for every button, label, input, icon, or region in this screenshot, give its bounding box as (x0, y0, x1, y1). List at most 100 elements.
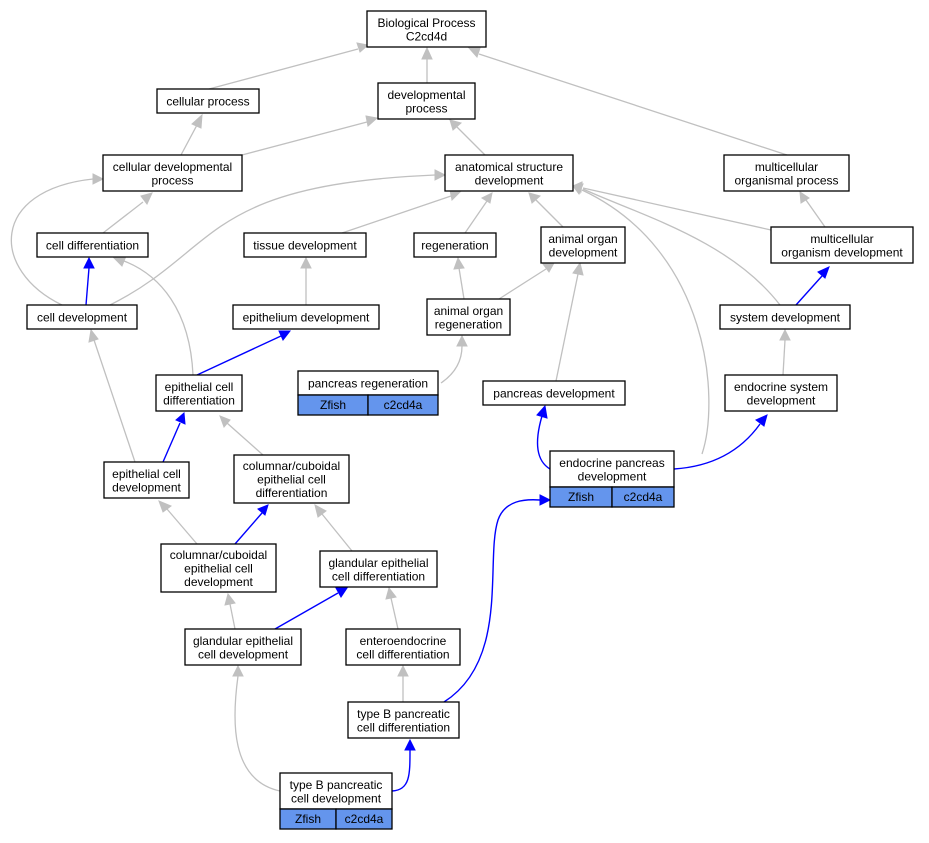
annotation-cell-gene[interactable]: c2cd4a (367, 394, 439, 416)
node-label-line: endocrine system (734, 380, 828, 394)
edge-animal-organ-development-to-anatomical (528, 192, 564, 228)
edge-type-b-differentiation-part-of-endocrine-pancreas (443, 494, 552, 703)
edge-developmental-process-to-root (421, 46, 433, 83)
edge-type-b-differentiation-to-enteroendocrine (397, 664, 409, 702)
node-label-line: development (475, 173, 544, 187)
node-label-line: animal organ (434, 304, 503, 318)
node-epithelium-development[interactable]: epithelium development (232, 304, 380, 330)
edge-columnar-differentiation-to-epithelial-differentiation (219, 415, 264, 456)
edge-tissue-development-to-anatomical (341, 189, 463, 234)
node-tissue-development[interactable]: tissue development (243, 232, 367, 258)
annotation-label: Zfish (295, 812, 321, 826)
edge-animal-organ-regeneration-to-animal-organ (498, 262, 555, 300)
node-label-line: columnar/cuboidal (170, 548, 267, 562)
node-label-line: multicellular (810, 232, 873, 246)
edge-cell-development-to-anatomical (109, 169, 447, 306)
edge-endocrine-system-to-system-development (779, 328, 791, 376)
annotation-cell-species[interactable]: Zfish (279, 808, 337, 830)
edge-endocrine-pancreas-to-anatomical (572, 183, 710, 455)
node-box (345, 628, 461, 666)
node-cell-differentiation[interactable]: cell differentiation (36, 232, 149, 258)
node-box (156, 88, 260, 114)
annotation-label: Zfish (568, 490, 594, 504)
node-system-development[interactable]: system development (719, 304, 851, 330)
node-label-line: enteroendocrine (360, 634, 447, 648)
node-label-line: columnar/cuboidal (243, 459, 340, 473)
annotation-cell-species[interactable]: Zfish (549, 486, 613, 508)
node-label-line: epithelial cell (257, 473, 326, 487)
edge-epithelial-differentiation-part-of-epithelium (196, 330, 292, 376)
edge-glandular-development-to-columnar-development (224, 592, 236, 630)
node-label-line: animal organ (548, 232, 617, 246)
edge-pancreas-development-to-animal-organ (555, 261, 584, 382)
node-label-line: developmental (387, 88, 465, 102)
node-label-line: multicellular (755, 160, 818, 174)
edge-cellular-process-to-root (208, 42, 370, 90)
node-label-line: development (747, 393, 816, 407)
annotation-label: Zfish (320, 398, 346, 412)
edge-system-development-part-of-multicellular-organism (795, 266, 830, 306)
annotation-cell-species[interactable]: Zfish (297, 394, 369, 416)
node-label-line: epithelial cell (184, 562, 253, 576)
node-box (233, 454, 350, 504)
node-box (155, 374, 243, 412)
node-box (279, 772, 393, 810)
node-label-line: development (549, 245, 618, 259)
node-label-line: differentiation (163, 393, 235, 407)
node-box (540, 226, 626, 264)
node-label-line: regeneration (435, 317, 502, 331)
annotation-label: c2cd4a (345, 812, 384, 826)
annotation-label: c2cd4a (624, 490, 663, 504)
node-label-line: anatomical structure (455, 160, 563, 174)
node-box (426, 298, 511, 336)
edge-epithelium-development-to-tissue (300, 256, 312, 305)
node-label-line: glandular epithelial (193, 634, 293, 648)
node-label-line: type B pancreatic (290, 778, 383, 792)
annotation-label: c2cd4a (384, 398, 423, 412)
node-label-line: cell differentiation (46, 239, 139, 253)
node-box (724, 374, 838, 412)
node-pancreas-development[interactable]: pancreas development (482, 380, 626, 406)
node-label-line: development (112, 480, 181, 494)
edges-layer (10, 42, 830, 792)
edge-glandular-development-part-of-differentiation (274, 587, 348, 630)
node-box (482, 380, 626, 406)
node-box (297, 370, 439, 396)
node-cell-development[interactable]: cell development (26, 304, 138, 330)
node-label-line: cell differentiation (332, 569, 425, 583)
node-box (723, 154, 850, 192)
node-box (366, 10, 487, 48)
edge-columnar-development-to-epithelial-cell-development (158, 500, 198, 545)
node-label-line: pancreas regeneration (308, 377, 428, 391)
node-label-line: development (578, 469, 647, 483)
node-box (243, 232, 367, 258)
node-regeneration[interactable]: regeneration (413, 232, 497, 258)
annotation-cell-gene[interactable]: c2cd4a (611, 486, 675, 508)
node-label-line: endocrine pancreas (559, 456, 664, 470)
node-cellular-process[interactable]: cellular process (156, 88, 260, 114)
node-label-line: type B pancreatic (357, 707, 450, 721)
annotation-cell-gene[interactable]: c2cd4a (335, 808, 393, 830)
node-label-line: epithelial cell (165, 380, 234, 394)
